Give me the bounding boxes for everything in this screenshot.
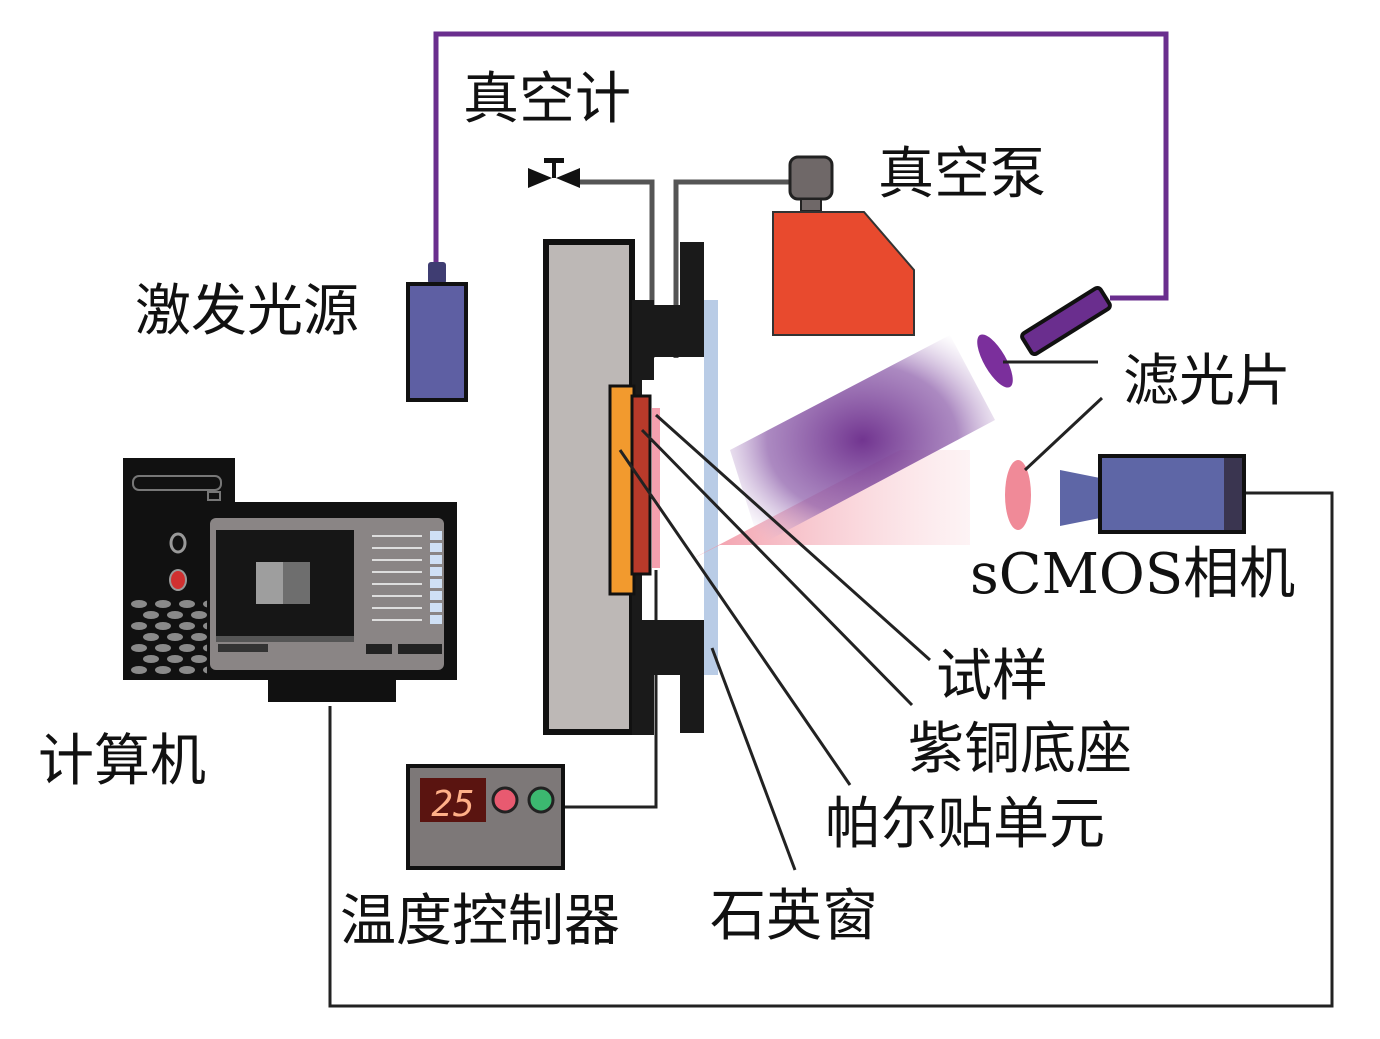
label-filter: 滤光片 (1123, 349, 1291, 414)
ui-slider (372, 547, 422, 549)
vent-hole (167, 611, 183, 619)
led-red (491, 786, 519, 814)
label-sample: 试样 (936, 644, 1048, 709)
vent-hole (179, 666, 195, 674)
vent-hole (167, 655, 183, 663)
vent-hole (191, 611, 207, 619)
vent-hole (155, 622, 171, 630)
ui-slider-value (430, 567, 442, 576)
copper-pointer (640, 428, 914, 707)
vacuum-pump (772, 155, 915, 336)
vent-hole (131, 666, 147, 674)
ui-slider (372, 571, 422, 573)
vent-hole (179, 622, 195, 630)
vent-hole (191, 655, 207, 663)
label-copper-base: 紫铜底座 (908, 717, 1132, 782)
excitation-filter (977, 334, 1013, 388)
label-temp-controller: 温度控制器 (340, 889, 620, 954)
excitation-light-source (406, 262, 468, 402)
ui-slider-value (430, 555, 442, 564)
computer-monitor (207, 502, 457, 702)
vent-hole (131, 644, 147, 652)
ui-slider-value (430, 543, 442, 552)
ui-slider (372, 619, 422, 621)
scmos-camera (1060, 454, 1246, 534)
ui-slider (372, 559, 422, 561)
vent-hole (143, 633, 159, 641)
valve-icon (528, 158, 580, 188)
peltier-pointer (618, 449, 852, 786)
ui-slider (372, 583, 422, 585)
label-vacuum-pump: 真空泵 (878, 142, 1046, 207)
ui-slider-value (430, 603, 442, 612)
sample-pointer (655, 413, 931, 662)
excitation-lamp-head (1020, 285, 1112, 357)
label-quartz-window: 石英窗 (710, 884, 878, 949)
ui-slider (372, 595, 422, 597)
vent-hole (179, 644, 195, 652)
temperature-display: 25 (431, 784, 474, 825)
vacuum-gauge-pipe (580, 179, 655, 358)
quartz-pointer (710, 647, 797, 871)
label-peltier: 帕尔贴单元 (825, 792, 1105, 857)
excitation-beam (730, 335, 995, 545)
monitor-sliders (372, 531, 442, 624)
vent-hole (179, 600, 195, 608)
vent-hole (191, 633, 207, 641)
vent-hole (155, 600, 171, 608)
label-vacuum-gauge: 真空计 (463, 67, 631, 132)
ui-slider (372, 607, 422, 609)
emission-filter (1005, 460, 1031, 530)
vent-hole (131, 622, 147, 630)
vacuum-pump-pipe (673, 179, 792, 358)
vent-hole (143, 655, 159, 663)
filter-pointer-2 (1023, 396, 1104, 472)
ui-slider-value (430, 591, 442, 600)
vent-hole (143, 611, 159, 619)
label-excitation-light: 激发光源 (135, 279, 359, 344)
ui-slider (372, 535, 422, 537)
vent-hole (155, 666, 171, 674)
ui-slider-value (430, 531, 442, 540)
ui-slider-value (430, 615, 442, 624)
led-green (527, 786, 555, 814)
vent-hole (167, 633, 183, 641)
quartz-window (704, 300, 718, 675)
label-computer: 计算机 (38, 729, 206, 794)
temperature-controller (406, 764, 565, 870)
peltier-unit (608, 384, 636, 596)
sample (652, 408, 660, 568)
copper-base (630, 394, 652, 576)
label-camera: sCMOS相机 (970, 542, 1295, 607)
ui-slider-value (430, 579, 442, 588)
vent-hole (131, 600, 147, 608)
camera-cable (328, 491, 1334, 1008)
excitation-cable (433, 31, 1169, 301)
vent-hole (155, 644, 171, 652)
